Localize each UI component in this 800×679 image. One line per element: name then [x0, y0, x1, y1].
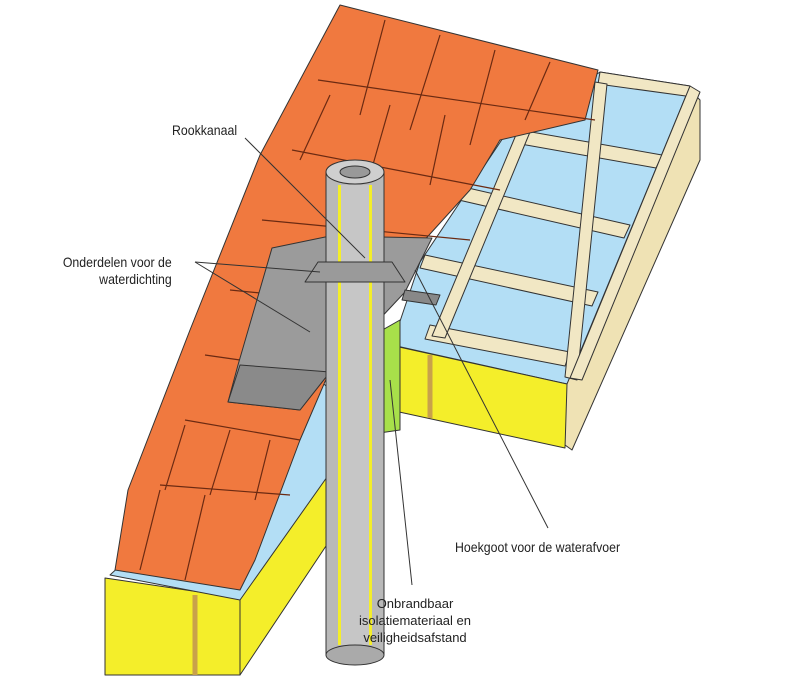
battens [419, 71, 701, 381]
tile-joints [139, 19, 596, 581]
label-onbrandbaar: Onbrandbaar isolatiemateriaal en veiligh… [355, 595, 475, 646]
label-waterdichting-line2: waterdichting [99, 271, 172, 287]
label-waterdichting: Onderdelen voor de waterdichting [63, 254, 172, 288]
label-onbrandbaar-line1: Onbrandbaar [376, 596, 454, 611]
label-rookkanaal: Rookkanaal [172, 122, 238, 138]
label-hoekgoot: Hoekgoot voor de waterafvoer [455, 539, 621, 555]
valley-gutter [401, 289, 441, 306]
label-onbrandbaar-line2: isolatiemateriaal en [358, 613, 471, 628]
leader-lines [194, 137, 549, 586]
label-onbrandbaar-line3: veiligheidsafstand [363, 630, 467, 645]
label-waterdichting-line1: Onderdelen voor de [63, 254, 172, 270]
